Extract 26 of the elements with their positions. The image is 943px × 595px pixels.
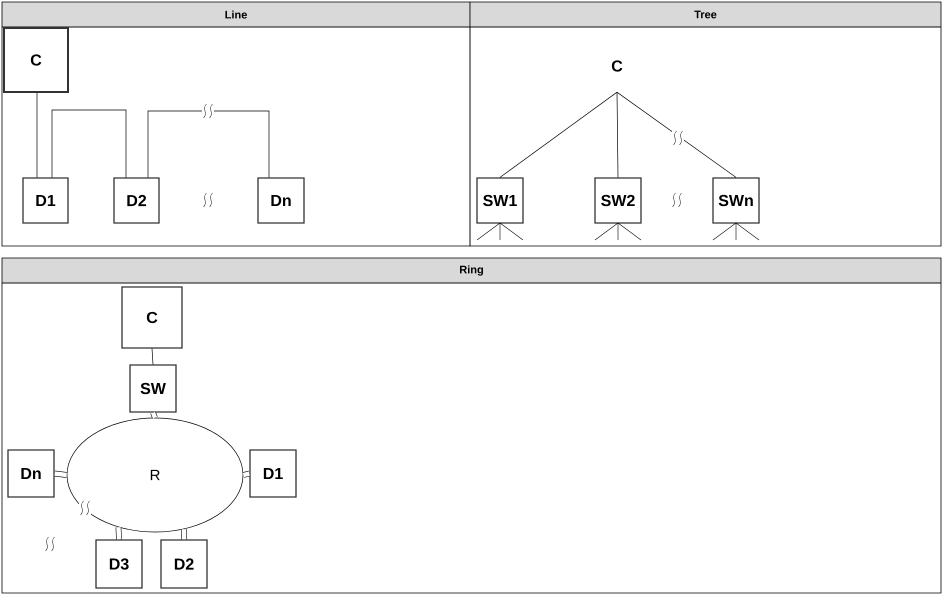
- device-box: SWn: [712, 177, 760, 224]
- connector-line: [500, 92, 618, 178]
- device-box: D2: [160, 539, 208, 589]
- device-box: D2: [113, 177, 160, 224]
- device-box: D1: [22, 177, 69, 224]
- node-label: C: [612, 60, 622, 72]
- connector-line: [150, 412, 158, 419]
- device-box: D1: [249, 449, 297, 498]
- connector-line: [52, 110, 126, 178]
- device-box: Dn: [7, 449, 55, 498]
- device-box: Dn: [257, 177, 305, 224]
- connector-line: [616, 92, 618, 178]
- connector-line: [616, 92, 736, 178]
- device-box: D3: [95, 539, 143, 589]
- device-box: SW2: [594, 177, 642, 224]
- connector-line: [148, 110, 270, 178]
- device-box: C: [121, 286, 183, 349]
- connector-line: [36, 92, 38, 178]
- device-box: C: [3, 27, 69, 93]
- connector-line: [54, 470, 67, 478]
- connector-line: [180, 529, 187, 540]
- device-box: SW: [129, 364, 177, 413]
- connector-line: [116, 527, 122, 540]
- device-box: SW1: [476, 177, 524, 224]
- connector-line: [152, 348, 154, 365]
- connector-line: [242, 470, 250, 478]
